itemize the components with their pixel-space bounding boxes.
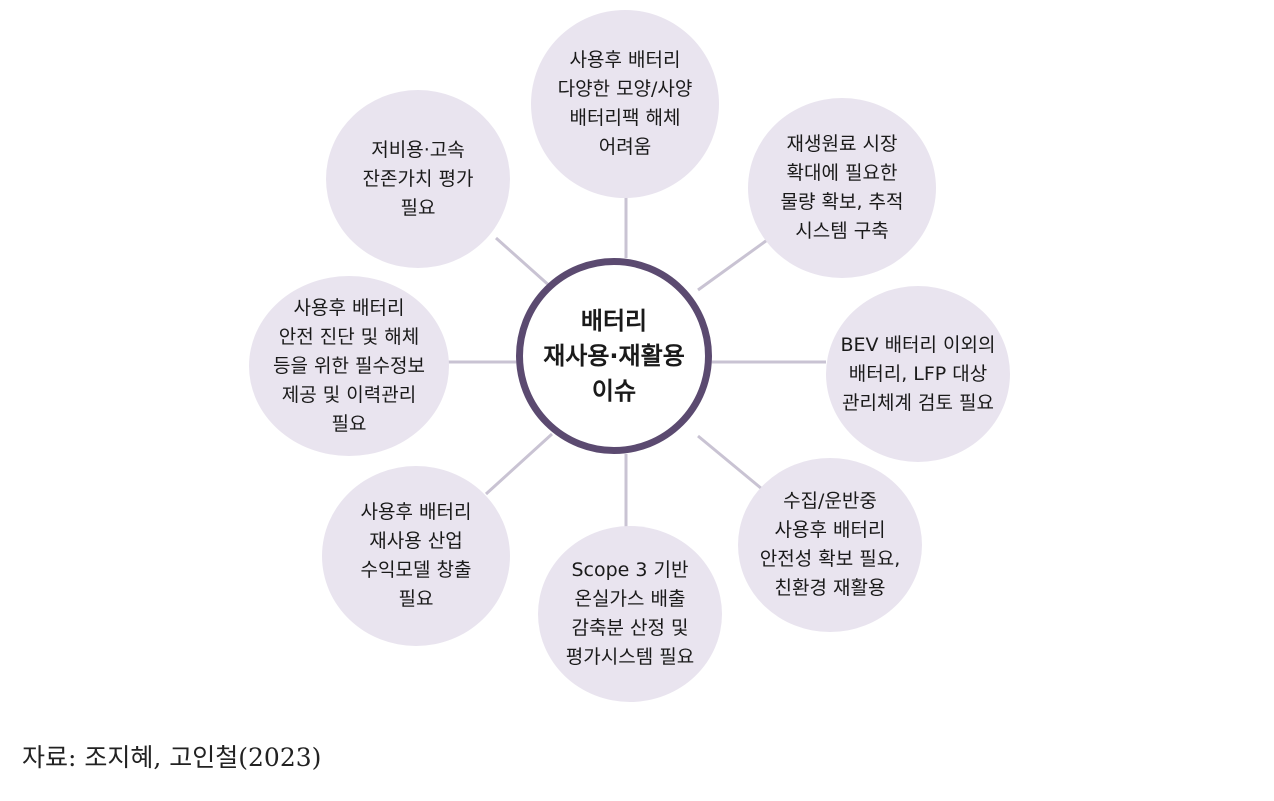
node-transport-safety: 수집/운반중 사용후 배터리 안전성 확보 필요, 친환경 재활용 <box>738 458 922 632</box>
connector-lines <box>448 196 826 530</box>
center-topic-label: 배터리 재사용·재활용 이슈 <box>543 306 685 405</box>
issue-diagram: 사용후 배터리 다양한 모양/사양 배터리팩 해체 어려움 재생원료 시장 확대… <box>249 10 1010 702</box>
node-residual-value-evaluation: 저비용·고속 잔존가치 평가 필요 <box>326 90 510 268</box>
node-scope3-emissions: Scope 3 기반 온실가스 배출 감축분 산정 및 평가시스템 필요 <box>538 526 722 702</box>
node-reuse-business-model: 사용후 배터리 재사용 산업 수익모델 창출 필요 <box>322 466 510 646</box>
node-raw-material-tracking-label: 재생원료 시장 확대에 필요한 물량 확보, 추적 시스템 구축 <box>780 133 904 242</box>
node-reuse-business-model-label: 사용후 배터리 재사용 산업 수익모델 창출 필요 <box>360 501 472 610</box>
node-pack-disassembly: 사용후 배터리 다양한 모양/사양 배터리팩 해체 어려움 <box>531 10 719 198</box>
connector-bottom-left <box>484 432 554 496</box>
connector-top-left <box>495 236 553 290</box>
node-diagnosis-info-history-label: 사용후 배터리 안전 진단 및 해체 등을 위한 필수정보 제공 및 이력관리 … <box>273 296 425 435</box>
node-lfp-management-label: BEV 배터리 이외의 배터리, LFP 대상 관리체계 검토 필요 <box>840 333 996 414</box>
node-transport-safety-label: 수집/운반중 사용후 배터리 안전성 확보 필요, 친환경 재활용 <box>759 490 901 599</box>
node-raw-material-tracking: 재생원료 시장 확대에 필요한 물량 확보, 추적 시스템 구축 <box>748 98 936 278</box>
connector-bottom-right <box>697 434 769 496</box>
node-scope3-emissions-label: Scope 3 기반 온실가스 배출 감축분 산정 및 평가시스템 필요 <box>565 559 695 668</box>
source-caption: 자료: 조지혜, 고인철(2023) <box>22 743 322 772</box>
node-residual-value-evaluation-label: 저비용·고속 잔존가치 평가 필요 <box>362 138 474 219</box>
connector-top-right <box>697 236 771 292</box>
node-pack-disassembly-label: 사용후 배터리 다양한 모양/사양 배터리팩 해체 어려움 <box>557 49 693 158</box>
node-lfp-management: BEV 배터리 이외의 배터리, LFP 대상 관리체계 검토 필요 <box>826 286 1010 462</box>
node-diagnosis-info-history: 사용후 배터리 안전 진단 및 해체 등을 위한 필수정보 제공 및 이력관리 … <box>249 276 449 456</box>
center-topic: 배터리 재사용·재활용 이슈 <box>516 258 712 454</box>
